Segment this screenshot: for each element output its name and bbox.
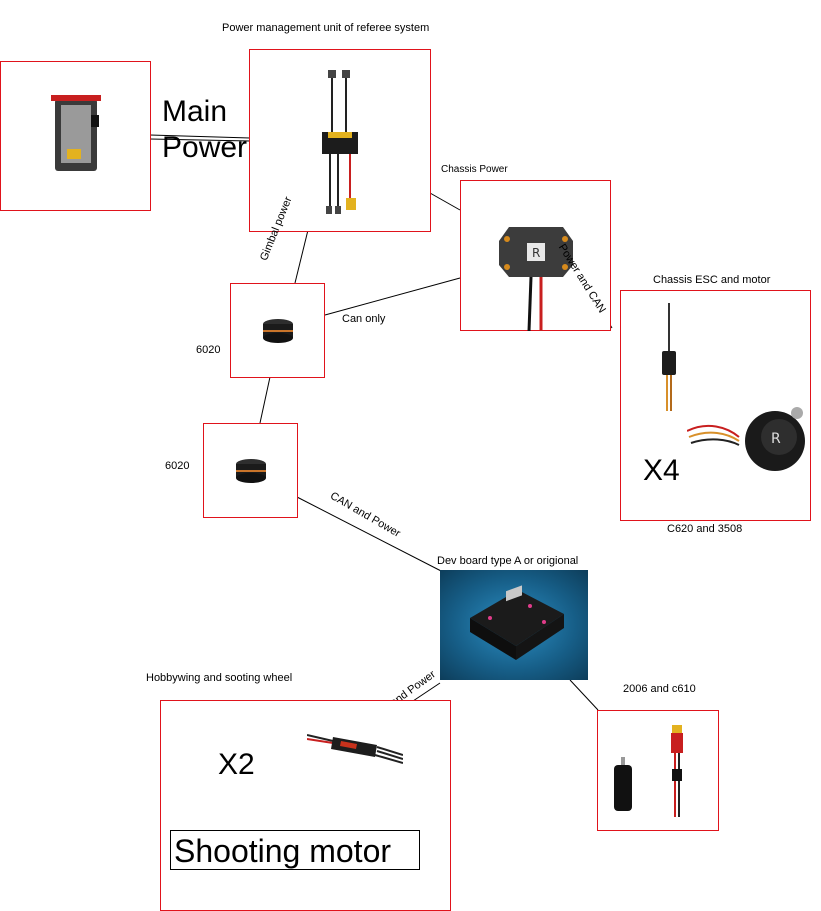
can-only-wire — [324, 277, 461, 316]
m3508-motor-icon: R — [687, 407, 805, 471]
motor-2006-box[interactable] — [597, 710, 719, 831]
dev-board-icon — [470, 585, 564, 660]
gm6020-icon — [236, 459, 266, 483]
hobbywing-esc-icon — [307, 734, 403, 764]
svg-text:R: R — [771, 431, 781, 447]
x2-label: X2 — [218, 748, 255, 781]
board-2006-wire — [569, 679, 599, 711]
shooting-motor-box[interactable]: Shooting motor — [170, 830, 420, 870]
chassis-power-wire — [429, 192, 461, 211]
gimbal-link-wire — [259, 376, 271, 424]
chassis-esc-box[interactable]: R X4 — [620, 290, 811, 521]
chassis-esc-title: Chassis ESC and motor — [653, 274, 771, 286]
gimbal-motor-2-box[interactable] — [203, 423, 298, 518]
x4-label: X4 — [643, 454, 680, 487]
main-power-wire-1 — [149, 134, 251, 139]
gimbal-motor-1-box[interactable] — [230, 283, 325, 378]
pmu-icon — [322, 70, 358, 214]
chassis-hub-icon: R — [499, 227, 573, 331]
pmu-title: Power management unit of referee system — [222, 22, 430, 34]
main-power-text: Main Power — [162, 95, 248, 164]
c610-esc-icon — [671, 725, 683, 817]
shooting-motor-label: Shooting motor — [174, 833, 392, 869]
main-power-wire-2 — [149, 138, 251, 142]
gimbal-motor-1-label: 6020 — [196, 344, 221, 356]
c620-esc-icon — [662, 303, 676, 411]
battery-icon — [51, 95, 101, 171]
pmu-box[interactable] — [249, 49, 431, 232]
m2006-motor-icon — [614, 757, 632, 811]
dev-board-title: Dev board type A or origional — [437, 555, 579, 567]
chassis-power-label: Chassis Power — [441, 164, 508, 175]
main-power-label: Main Power — [162, 94, 247, 166]
dev-board-panel[interactable] — [440, 570, 588, 680]
chassis-hub-box[interactable]: R — [460, 180, 611, 331]
gm6020-icon — [263, 319, 293, 343]
battery-box[interactable] — [0, 61, 151, 211]
gimbal-motor-2-label: 6020 — [165, 460, 190, 472]
svg-text:R: R — [532, 246, 540, 260]
can-only-label: Can only — [342, 313, 386, 325]
c620-3508-label: C620 and 3508 — [667, 523, 743, 535]
hobbywing-title: Hobbywing and sooting wheel — [146, 672, 293, 684]
can-power-wire — [296, 496, 446, 574]
hobbywing-box[interactable]: X2 — [160, 700, 451, 911]
motor-2006-title: 2006 and c610 — [623, 683, 696, 695]
gimbal-power-wire — [294, 229, 309, 284]
